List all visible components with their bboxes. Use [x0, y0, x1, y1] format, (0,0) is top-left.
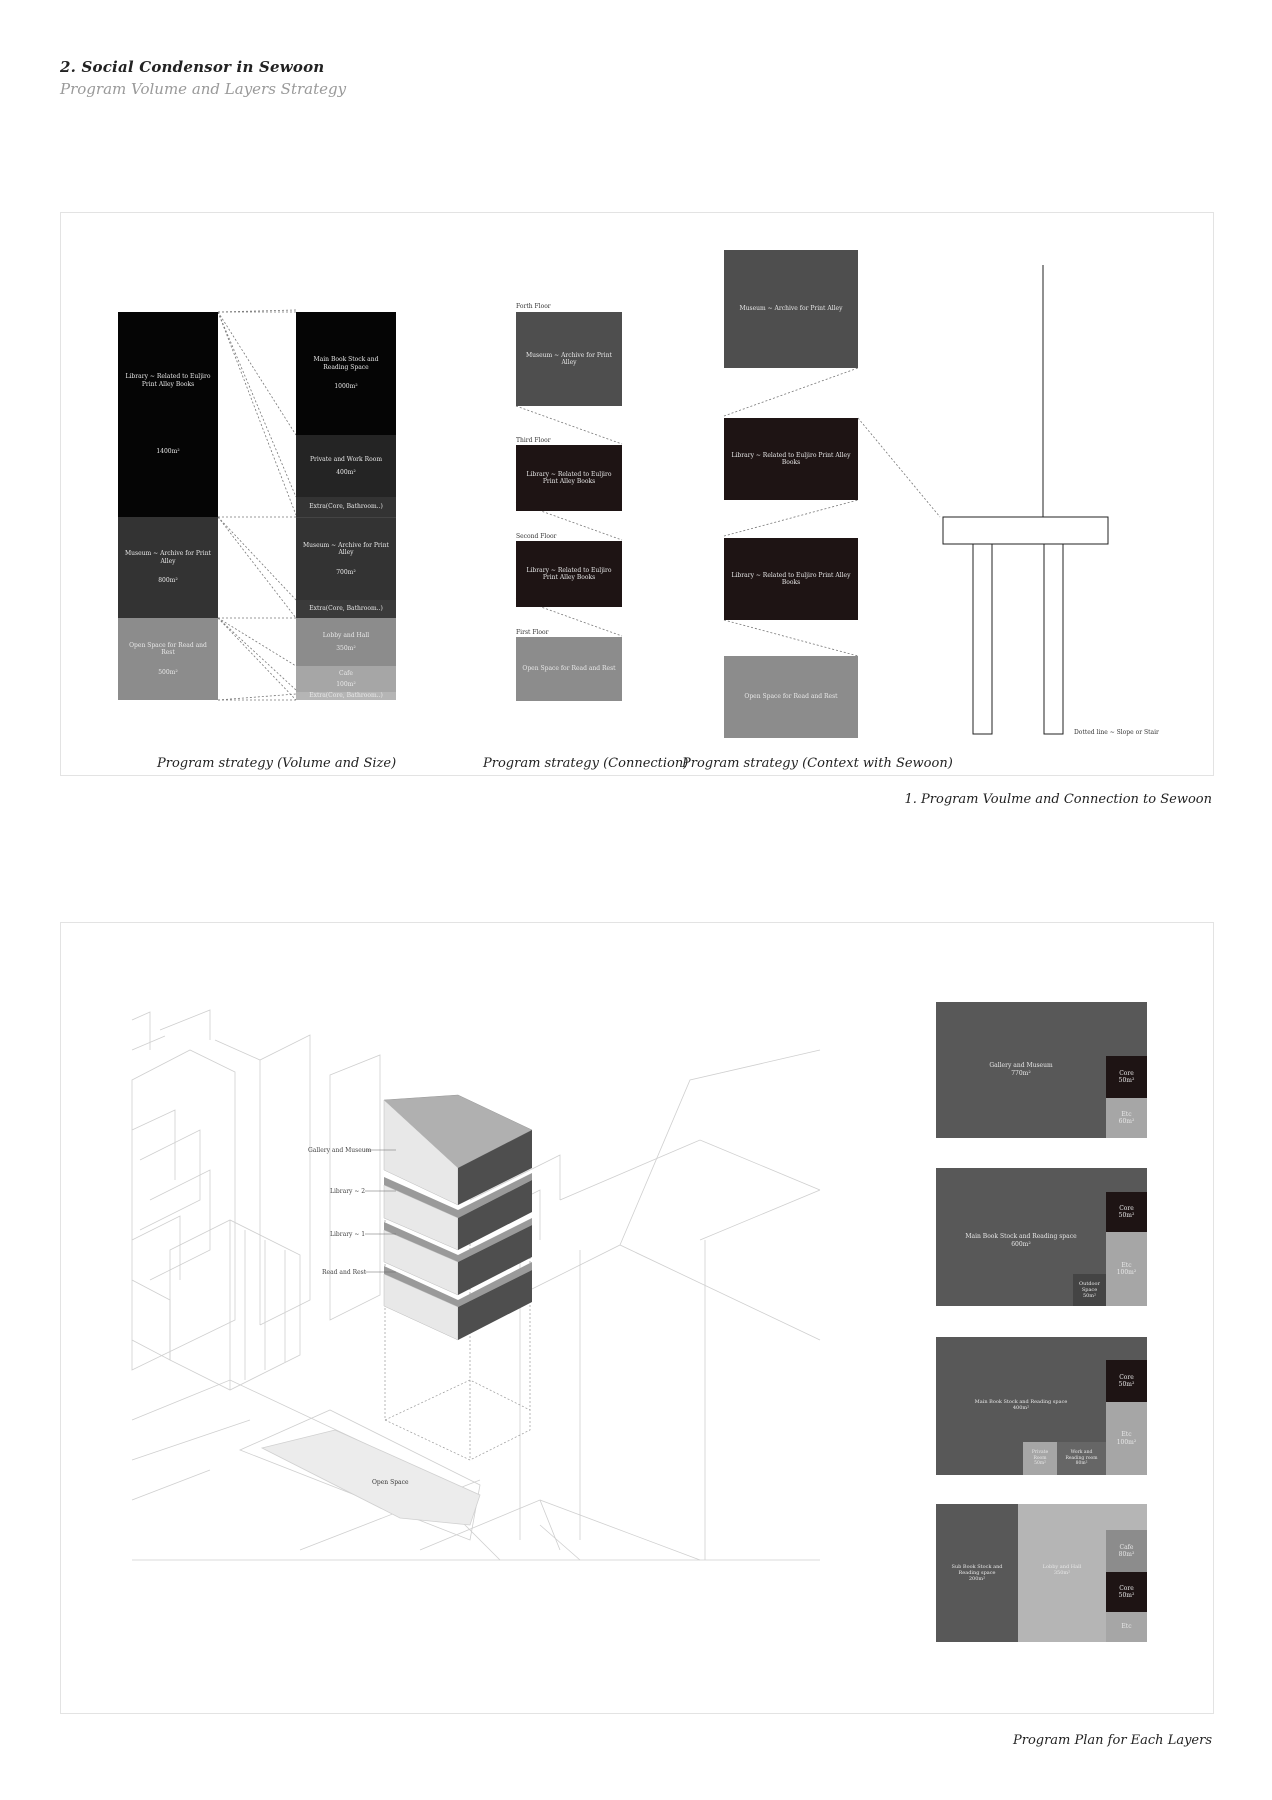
floor-label: Forth Floor	[516, 303, 551, 310]
panel2-footer-caption: Program Plan for Each Layers	[1012, 1733, 1212, 1748]
volume-museum-block: Museum ~ Archive for Print Alley 800m²	[118, 517, 218, 618]
connection-library-block: Library ~ Related to Euljiro Print Alley…	[516, 445, 622, 511]
axon-label-library-2: Library ~ 2	[330, 1188, 365, 1195]
volume-library-block: Library ~ Related to Euljiro Print Alley…	[118, 312, 218, 517]
caption-connection: Program strategy (Connection)	[483, 756, 689, 771]
context-museum-block: Museum ~ Archive for Print Alley	[724, 250, 858, 368]
volume-extra-block: Extra(Core, Bathroom..)	[296, 600, 396, 618]
panel-program-strategy	[60, 212, 1214, 776]
page-title: 2. Social Condensor in Sewoon	[60, 58, 325, 76]
axon-label-library-1: Library ~ 1	[330, 1231, 365, 1238]
caption-volume: Program strategy (Volume and Size)	[157, 756, 397, 771]
plan-4-etc: Etc	[1106, 1612, 1147, 1642]
volume-extra-block: Extra(Core, Bathroom..)	[296, 497, 396, 517]
floor-label: Second Floor	[516, 533, 557, 540]
connection-museum-block: Museum ~ Archive for Print Alley	[516, 312, 622, 406]
volume-private-room-block: Private and Work Room 400m²	[296, 435, 396, 497]
context-note: Dotted line ~ Slope or Stair	[1074, 729, 1159, 736]
caption-context: Program strategy (Context with Sewoon)	[682, 756, 953, 771]
volume-open-space-block: Open Space for Read and Rest 500m²	[118, 618, 218, 700]
floor-label: First Floor	[516, 629, 549, 636]
connection-library-block: Library ~ Related to Euljiro Print Alley…	[516, 541, 622, 607]
axonometric-drawing: Open Space Gallery and Museum Library ~ …	[131, 1009, 821, 1561]
stacked-layers	[383, 1094, 533, 1341]
context-library-block: Library ~ Related to Euljiro Print Alley…	[724, 418, 858, 500]
floor-label: Third Floor	[516, 437, 551, 444]
context-library-block: Library ~ Related to Euljiro Print Alley…	[724, 538, 858, 620]
open-space-area	[260, 1429, 481, 1526]
axon-label-read-rest: Read and Rest	[322, 1269, 367, 1276]
connector-lines	[217, 265, 1109, 735]
connection-open-space-block: Open Space for Read and Rest	[516, 637, 622, 701]
panel1-footer-caption: 1. Program Voulme and Connection to Sewo…	[904, 792, 1213, 807]
axon-label-gallery: Gallery and Museum	[308, 1147, 372, 1154]
page-subtitle: Program Volume and Layers Strategy	[60, 80, 347, 98]
open-space-label: Open Space	[372, 1479, 409, 1486]
volume-lobby-block: Lobby and Hall 350m²	[296, 618, 396, 666]
volume-museum-right-block: Museum ~ Archive for Print Alley 700m²	[296, 517, 396, 600]
volume-cafe-block: Cafe 100m²	[296, 666, 396, 692]
context-open-space-block: Open Space for Read and Rest	[724, 656, 858, 738]
volume-extra-block: Extra(Core, Bathroom..)	[296, 692, 396, 700]
volume-main-book-block: Main Book Stock and Reading Space 1000m²	[296, 312, 396, 435]
